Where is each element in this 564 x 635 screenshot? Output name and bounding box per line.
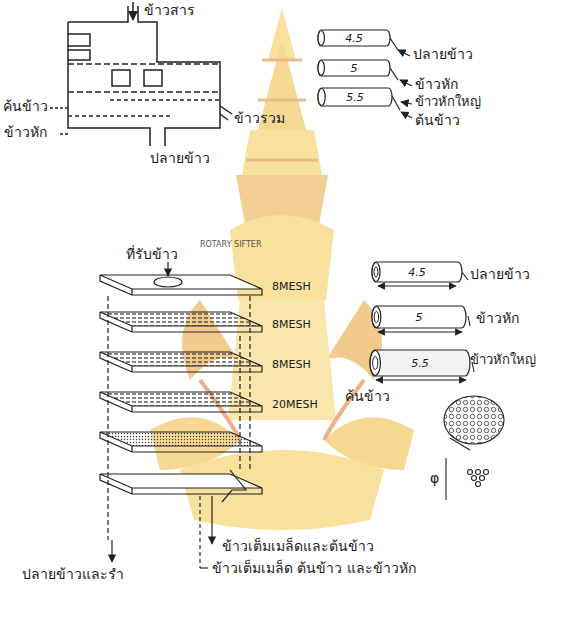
part-label: ข้าวเต็มเมล็ดและต้นข้าว [222,538,374,555]
diameter-number: 5.5 [409,358,431,369]
diameter-number: 5 [349,63,360,74]
part-label: 8MESH [272,358,311,371]
part-label: ปลายข้าว [150,150,210,167]
part-label: ปลายข้าว [413,46,473,63]
part-label: φ [430,470,439,487]
cylinder-ends [390,38,412,118]
diameter-number: 5 [414,312,425,323]
part-label: 8MESH [272,318,311,331]
sieve-cylinder: 5 [372,306,466,328]
part-label: ค้นข้าว [3,98,48,115]
diameter-number: 4.5 [343,33,365,44]
part-label: ปลายข้าวและรำ [22,566,124,583]
sifter-trays [100,262,262,568]
part-label: ข้าวหัก [4,124,47,141]
diameter-number: 5.5 [344,92,366,103]
sieve-cylinder: 5 [318,60,390,76]
diameter-number: 4.5 [406,267,428,278]
sieve-cylinder: 5.5 [318,88,392,106]
sieve-cylinder: 5.5 [370,350,470,376]
part-label: ข้าวหักใหญ่ [415,94,481,110]
part-label: 20MESH [272,398,318,411]
part-label: ค้นข้าว [345,388,390,405]
part-label: ROTARY SIFTER [200,240,261,250]
part-label: ข้าวหักใหญ่ [470,352,536,368]
part-label: ปลายข้าว [470,266,530,283]
sifter-schematic [50,2,232,146]
part-label: ข้าวหัก [415,76,458,93]
part-label: 8MESH [272,280,311,293]
part-label: ต้นข้าว [415,112,460,129]
part-label: ข้าวหัก [476,310,519,327]
sieve-cylinder: 4.5 [372,262,462,282]
part-label: ที่รับข้าว [126,246,178,263]
part-label: ข้าวรวม [234,110,285,127]
part-label: ข้าวเต็มเมล็ด ต้นข้าว และข้าวหัก [212,560,416,577]
sieve-cylinder: 4.5 [318,30,390,46]
part-label: ข้าวสาร [144,2,195,19]
